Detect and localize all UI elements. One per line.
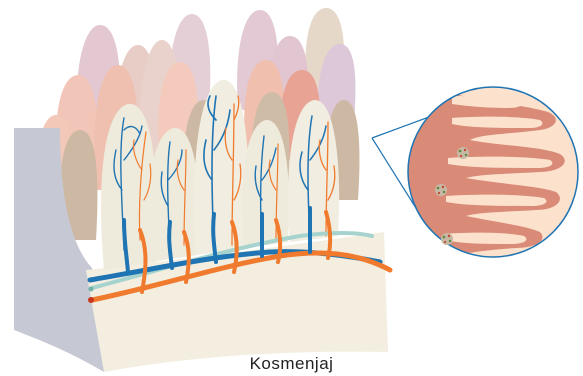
cell-cluster <box>435 184 447 196</box>
magnified-crypt-view <box>400 87 578 270</box>
cell-cluster <box>457 147 469 159</box>
figure-caption: Kosmenjaj <box>0 354 583 374</box>
front-villi-row <box>101 80 339 270</box>
cell-cluster <box>441 233 453 245</box>
lymph-cut-end <box>89 287 94 292</box>
artery-cut-end <box>88 297 94 303</box>
